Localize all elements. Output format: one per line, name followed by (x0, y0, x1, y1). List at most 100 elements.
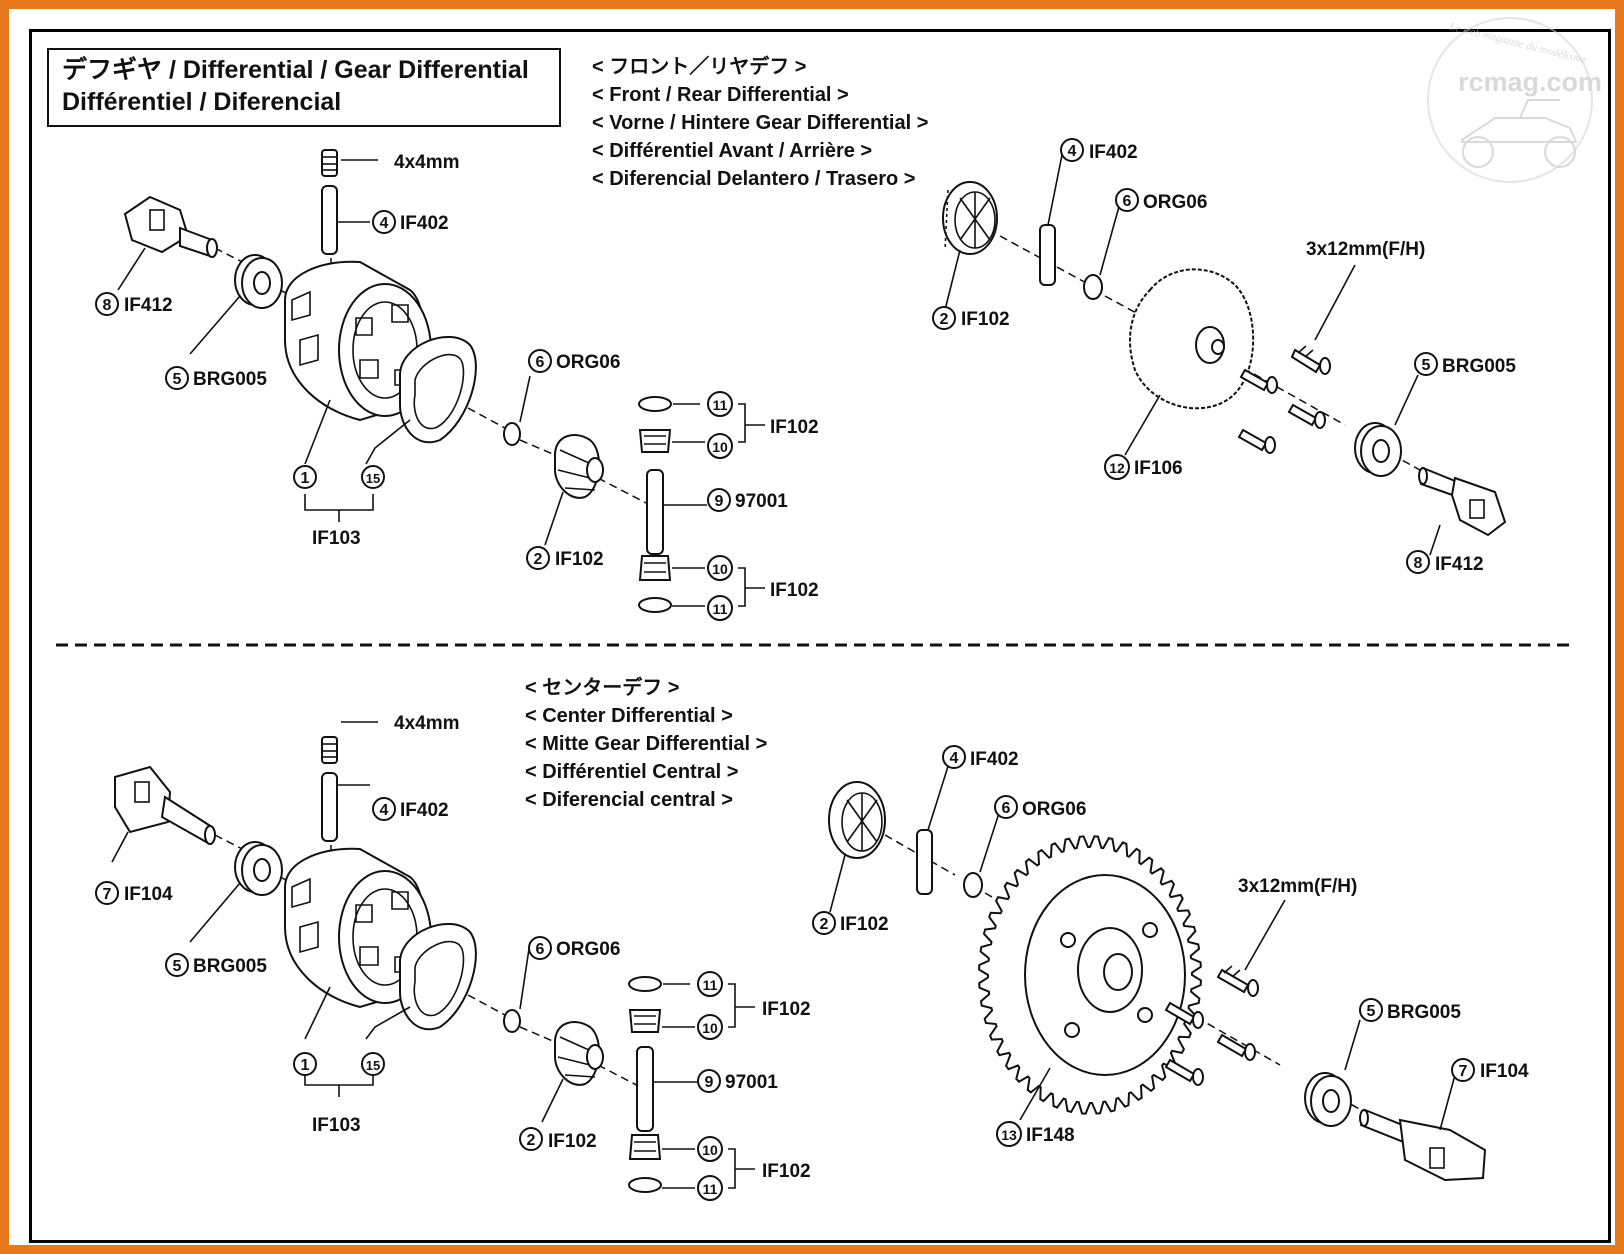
washer-bottom (628, 1177, 662, 1193)
fr-header-fr: < Différentiel Avant / Arrière > (592, 140, 872, 162)
screw-2 (1239, 368, 1278, 394)
pin-if402 (916, 829, 933, 895)
svg-text:4: 4 (1068, 143, 1077, 160)
fr-left-case-callout: 1 (293, 465, 317, 489)
watermark-text: rcmag.com (1458, 67, 1602, 97)
manual-page (29, 29, 1611, 1243)
screw-3 (1216, 1033, 1256, 1061)
svg-text:4: 4 (380, 802, 389, 819)
svg-text:2: 2 (534, 551, 543, 568)
cross-pin-97001 (646, 469, 664, 555)
svg-text:ORG06: ORG06 (556, 939, 620, 960)
svg-text:IF102: IF102 (555, 549, 604, 570)
bearing-brg005 (234, 841, 283, 896)
c-header-fr: < Différentiel Central > (525, 761, 738, 783)
fr-left-gear-bottom-callout: 10 (707, 555, 733, 581)
set-screw-4x4 (321, 736, 338, 764)
svg-text:6: 6 (536, 354, 545, 371)
svg-text:97001: 97001 (725, 1072, 778, 1093)
svg-text:11: 11 (703, 977, 718, 993)
svg-text:4: 4 (380, 215, 389, 232)
washer-bottom (638, 597, 672, 613)
svg-text:15: 15 (366, 471, 380, 486)
c-left-gear-top-callout: 10 (697, 1014, 723, 1040)
svg-text:IF106: IF106 (1134, 458, 1183, 479)
fr-left-screw-label: 4x4mm (394, 152, 460, 173)
svg-text:4: 4 (950, 750, 959, 767)
c-left-gear-bottom-callout: 10 (697, 1136, 723, 1162)
bevel-gear-if102 (554, 1021, 604, 1086)
c-left-case-group: IF103 (312, 1115, 361, 1136)
fr-left-case-group: IF103 (312, 528, 361, 549)
c-left-pin-callout: 4 IF402 (372, 797, 449, 821)
title-line-1: デフギヤ / Differential / Gear Differential (62, 55, 529, 84)
c-left-gasket-callout: 15 (361, 1052, 385, 1076)
svg-text:6: 6 (536, 941, 545, 958)
svg-text:1: 1 (301, 470, 310, 487)
svg-text:10: 10 (712, 561, 728, 577)
screw-1 (1290, 345, 1331, 375)
fr-left-washer-bottom-callout: 11 (707, 595, 733, 621)
svg-text:IF148: IF148 (1026, 1125, 1075, 1146)
svg-text:97001: 97001 (735, 491, 788, 512)
svg-text:ORG06: ORG06 (556, 352, 620, 373)
outdrive-cup-if104 (1359, 1108, 1487, 1182)
fr-header-ja: < フロント／リヤデフ > (592, 54, 806, 78)
small-gear-top (628, 1009, 662, 1033)
svg-text:11: 11 (713, 397, 728, 413)
svg-text:10: 10 (712, 439, 728, 455)
c-left-screw-label: 4x4mm (394, 713, 460, 734)
bearing-brg005 (234, 254, 283, 309)
front-rear-header: < フロント／リヤデフ > < Front / Rear Differentia… (592, 54, 928, 190)
svg-text:1: 1 (301, 1057, 310, 1074)
svg-text:5: 5 (1422, 357, 1431, 374)
svg-text:IF402: IF402 (400, 800, 449, 821)
c-header-de: < Mitte Gear Differential > (525, 733, 767, 755)
fr-right-ring-callout: 12 IF106 (1104, 454, 1183, 480)
svg-text:8: 8 (1414, 555, 1423, 572)
pin-if402 (321, 772, 338, 842)
bevel-gear-if102 (828, 781, 886, 859)
title-line-2: Différentiel / Diferencial (62, 88, 341, 116)
svg-text:IF402: IF402 (1089, 142, 1138, 163)
svg-text:7: 7 (1459, 1063, 1468, 1080)
oring-org06 (963, 872, 983, 898)
c-left-group-bottom: IF102 (762, 1161, 811, 1182)
svg-text:IF102: IF102 (548, 1131, 597, 1152)
bevel-gear-if102 (942, 181, 998, 255)
svg-text:6: 6 (1123, 193, 1132, 210)
svg-text:BRG005: BRG005 (193, 369, 267, 390)
outdrive-cup-if412 (123, 195, 218, 258)
c-left-case-callout: 1 (293, 1052, 317, 1076)
svg-text:IF102: IF102 (961, 309, 1010, 330)
fr-left-gasket-callout: 15 (361, 465, 385, 489)
watermark-tagline: Le web magazine du modélisme (1447, 20, 1587, 66)
title-box: デフギヤ / Differential / Gear Differential … (47, 48, 561, 127)
buggy-icon (1461, 99, 1578, 168)
svg-text:2: 2 (940, 311, 949, 328)
small-gear-bottom (638, 555, 672, 581)
screw-4 (1237, 428, 1276, 454)
c-left-group-top: IF102 (762, 999, 811, 1020)
fr-left-gear-top-callout: 10 (707, 433, 733, 459)
washer-top (638, 396, 672, 412)
svg-text:13: 13 (1001, 1127, 1017, 1143)
bevel-gear-if102 (554, 434, 604, 499)
gasket (399, 335, 477, 444)
svg-text:IF102: IF102 (840, 914, 889, 935)
fr-header-de: < Vorne / Hintere Gear Differential > (592, 112, 928, 134)
svg-text:5: 5 (173, 958, 182, 975)
c-right-spur-callout: 13 IF148 (996, 1121, 1075, 1147)
svg-text:12: 12 (1109, 460, 1125, 476)
svg-text:5: 5 (1367, 1003, 1376, 1020)
